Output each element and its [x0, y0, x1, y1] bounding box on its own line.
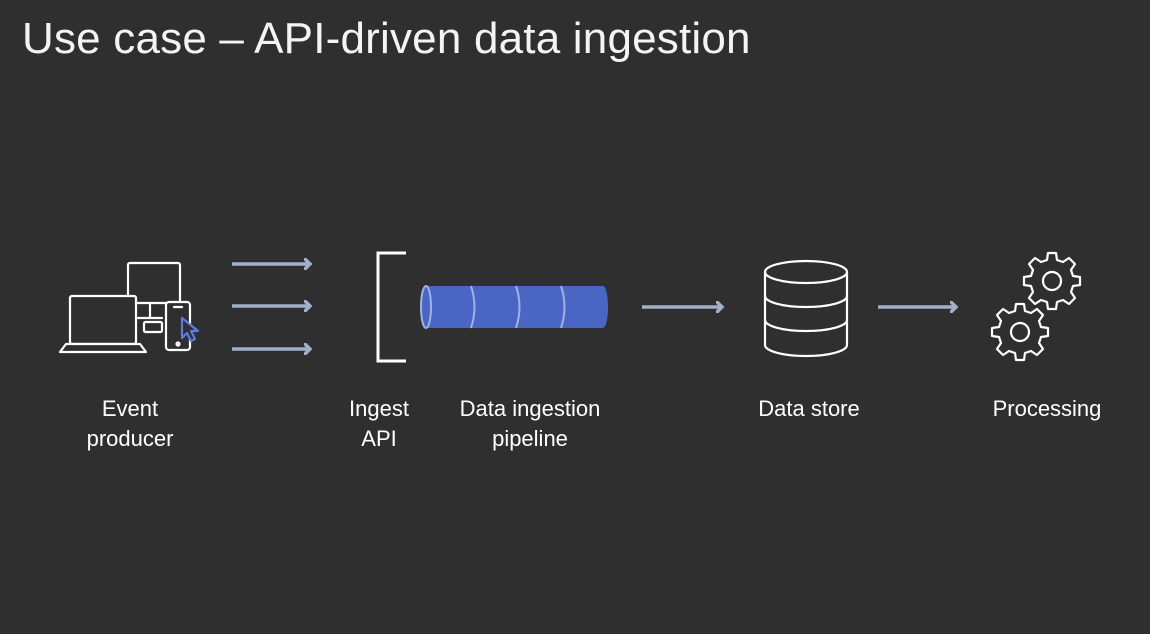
label-line: API [361, 426, 397, 451]
label-line: Event [101, 396, 159, 421]
pipeline-segment [515, 285, 561, 329]
label-event-producer: Event producer [87, 394, 174, 454]
pipeline-segment [470, 285, 516, 329]
label-line: Ingest [349, 396, 409, 421]
database-icon [763, 259, 849, 358]
gears-icon [990, 251, 1082, 362]
devices-icon [58, 261, 192, 354]
bracket-icon [376, 251, 406, 363]
gear-icon [990, 302, 1050, 362]
label-line: producer [86, 426, 174, 451]
pipeline-segment [560, 285, 608, 329]
producer-arrows [232, 264, 310, 349]
label-processing: Processing [993, 394, 1102, 424]
stream-pipeline-icon [420, 285, 608, 329]
label-line: Processing [992, 396, 1102, 421]
label-pipeline: Data ingestion pipeline [460, 394, 601, 454]
label-line: Data ingestion [459, 396, 601, 421]
slide-title: Use case – API-driven data ingestion [22, 14, 751, 63]
cursor-icon [180, 316, 200, 343]
label-line: Data store [758, 396, 860, 421]
label-line: pipeline [492, 426, 568, 451]
pipeline-segment [420, 285, 471, 329]
label-ingest-api: Ingest API [349, 394, 409, 454]
label-data-store: Data store [758, 394, 860, 424]
gear-icon [1022, 251, 1082, 311]
